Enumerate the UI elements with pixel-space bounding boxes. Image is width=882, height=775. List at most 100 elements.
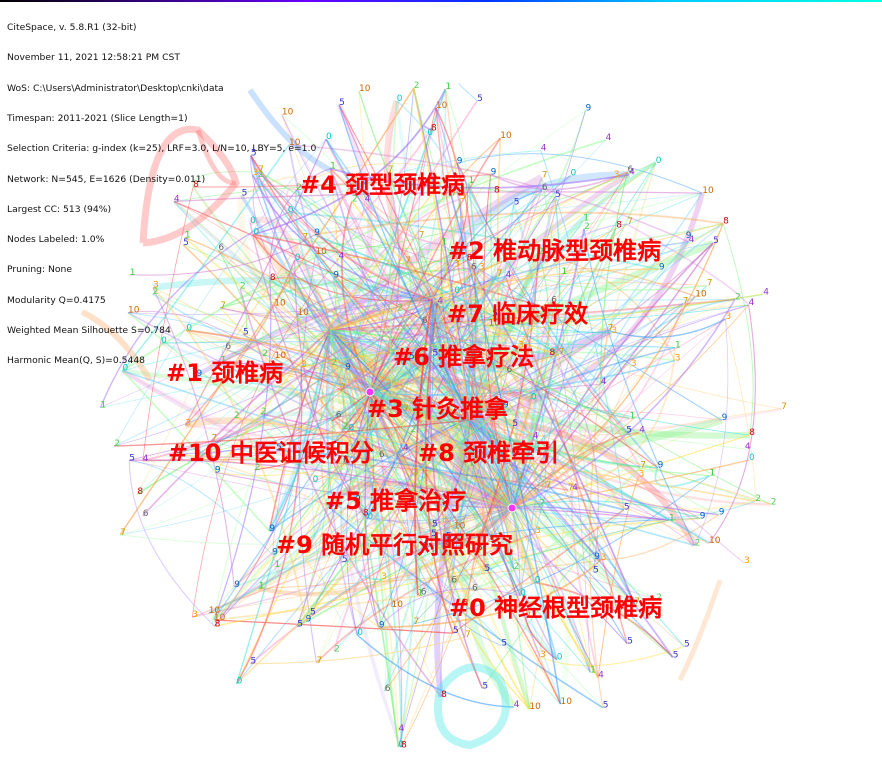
edge <box>476 408 513 509</box>
node-cluster-number: 7 <box>683 297 689 307</box>
node-cluster-number: 7 <box>307 546 313 556</box>
node-cluster-number: 3 <box>726 312 732 322</box>
edge <box>288 144 371 393</box>
edge <box>253 150 541 235</box>
cluster-label-0[interactable]: #0 神经根型颈椎病 <box>449 596 662 621</box>
cluster-label-9[interactable]: #9 随机平行对照研究 <box>276 533 513 558</box>
cluster-id: #6 <box>393 343 430 371</box>
node-cluster-number: 9 <box>355 495 361 505</box>
node-cluster-number: 8 <box>467 254 473 264</box>
network-edges <box>80 83 782 750</box>
edge <box>354 518 382 580</box>
edge <box>329 303 683 331</box>
edge <box>488 304 749 327</box>
edge <box>342 428 521 596</box>
edge <box>491 223 628 317</box>
node-cluster-number: 10 <box>529 702 541 712</box>
node-cluster-number: 2 <box>255 463 261 473</box>
edge <box>258 462 344 589</box>
edge <box>329 329 534 440</box>
node-cluster-number: 10 <box>289 138 301 148</box>
edge <box>192 186 371 393</box>
edge <box>301 293 764 368</box>
node-cluster-number: 8 <box>446 538 452 548</box>
edge <box>505 277 628 644</box>
edge <box>192 171 259 188</box>
edge <box>445 89 478 421</box>
edge <box>511 303 684 509</box>
edge <box>250 636 466 665</box>
edge <box>413 474 447 541</box>
edge <box>316 244 442 663</box>
node-cluster-number: 5 <box>446 532 452 542</box>
edge <box>195 391 371 456</box>
cluster-label-8[interactable]: #8 颈椎牵引 <box>418 441 559 466</box>
node-cluster-number: 6 <box>336 411 342 421</box>
edge <box>122 329 331 372</box>
edge <box>528 162 657 710</box>
edge <box>213 329 331 621</box>
edge <box>369 391 710 477</box>
edge <box>369 242 714 393</box>
edge <box>328 506 604 709</box>
edge <box>412 241 690 476</box>
node-cluster-number: 9 <box>719 508 725 518</box>
edge <box>329 329 519 349</box>
cluster-label-7[interactable]: #7 临床疗效 <box>447 302 588 327</box>
node-cluster-number: 10 <box>214 613 226 623</box>
node-cluster-number: 2 <box>656 593 662 603</box>
node-cluster-number: 5 <box>555 190 561 200</box>
edge <box>450 419 471 529</box>
node-cluster-number: 10 <box>274 299 286 309</box>
cluster-label-1[interactable]: #1 颈椎病 <box>166 361 283 386</box>
node-cluster-number: 4 <box>629 168 635 178</box>
cluster-id: #10 <box>168 439 222 467</box>
edge <box>338 256 493 317</box>
node-cluster-number: 1 <box>221 356 227 366</box>
node-cluster-number: 0 <box>520 589 526 599</box>
cluster-label-4[interactable]: #4 颈型颈椎病 <box>300 173 465 198</box>
edge <box>452 509 625 634</box>
node-cluster-number: 2 <box>296 183 302 193</box>
edge <box>362 391 380 628</box>
edge <box>384 309 555 692</box>
edge <box>213 391 371 621</box>
edge <box>520 594 591 673</box>
cluster-label-6[interactable]: #6 推拿疗法 <box>393 343 534 371</box>
node-cluster-number: 9 <box>503 401 509 411</box>
node-cluster-number: 9 <box>686 231 692 241</box>
edge <box>329 171 628 331</box>
edge <box>329 168 547 489</box>
node-cluster-number: 10 <box>561 697 573 707</box>
node-cluster-number: 9 <box>272 548 278 558</box>
edge <box>431 299 745 564</box>
edge <box>175 391 371 454</box>
edge <box>353 391 379 459</box>
node-cluster-number: 4 <box>763 287 769 297</box>
node-cluster-number: 0 <box>313 475 319 485</box>
edge <box>397 222 724 312</box>
edge <box>597 476 640 678</box>
node-cluster-number: 2 <box>397 304 403 314</box>
cluster-label-5[interactable]: #5 推拿治疗 <box>325 489 466 514</box>
edge <box>195 391 371 458</box>
node-cluster-number: 2 <box>755 494 761 504</box>
edge <box>481 509 625 689</box>
node-cluster-number: 4 <box>406 501 412 511</box>
node-cluster-number: 1 <box>130 268 136 278</box>
edge <box>252 174 685 647</box>
edge <box>431 299 540 506</box>
cluster-label-2[interactable]: #2 椎动脉型颈椎病 <box>448 239 661 264</box>
cluster-label-10[interactable]: #10 中医证候积分 <box>168 439 374 467</box>
edge <box>249 537 447 665</box>
edge <box>136 375 198 495</box>
node-cluster-number: 9 <box>215 465 221 475</box>
node-cluster-number: 6 <box>225 342 231 352</box>
cluster-label-3[interactable]: #3 针灸推拿 <box>367 397 508 422</box>
node-cluster-number: 0 <box>571 168 577 178</box>
node-cluster-number: 4 <box>174 195 180 205</box>
edge <box>129 459 513 509</box>
edge <box>120 391 371 536</box>
node-cluster-number: 7 <box>546 481 552 491</box>
